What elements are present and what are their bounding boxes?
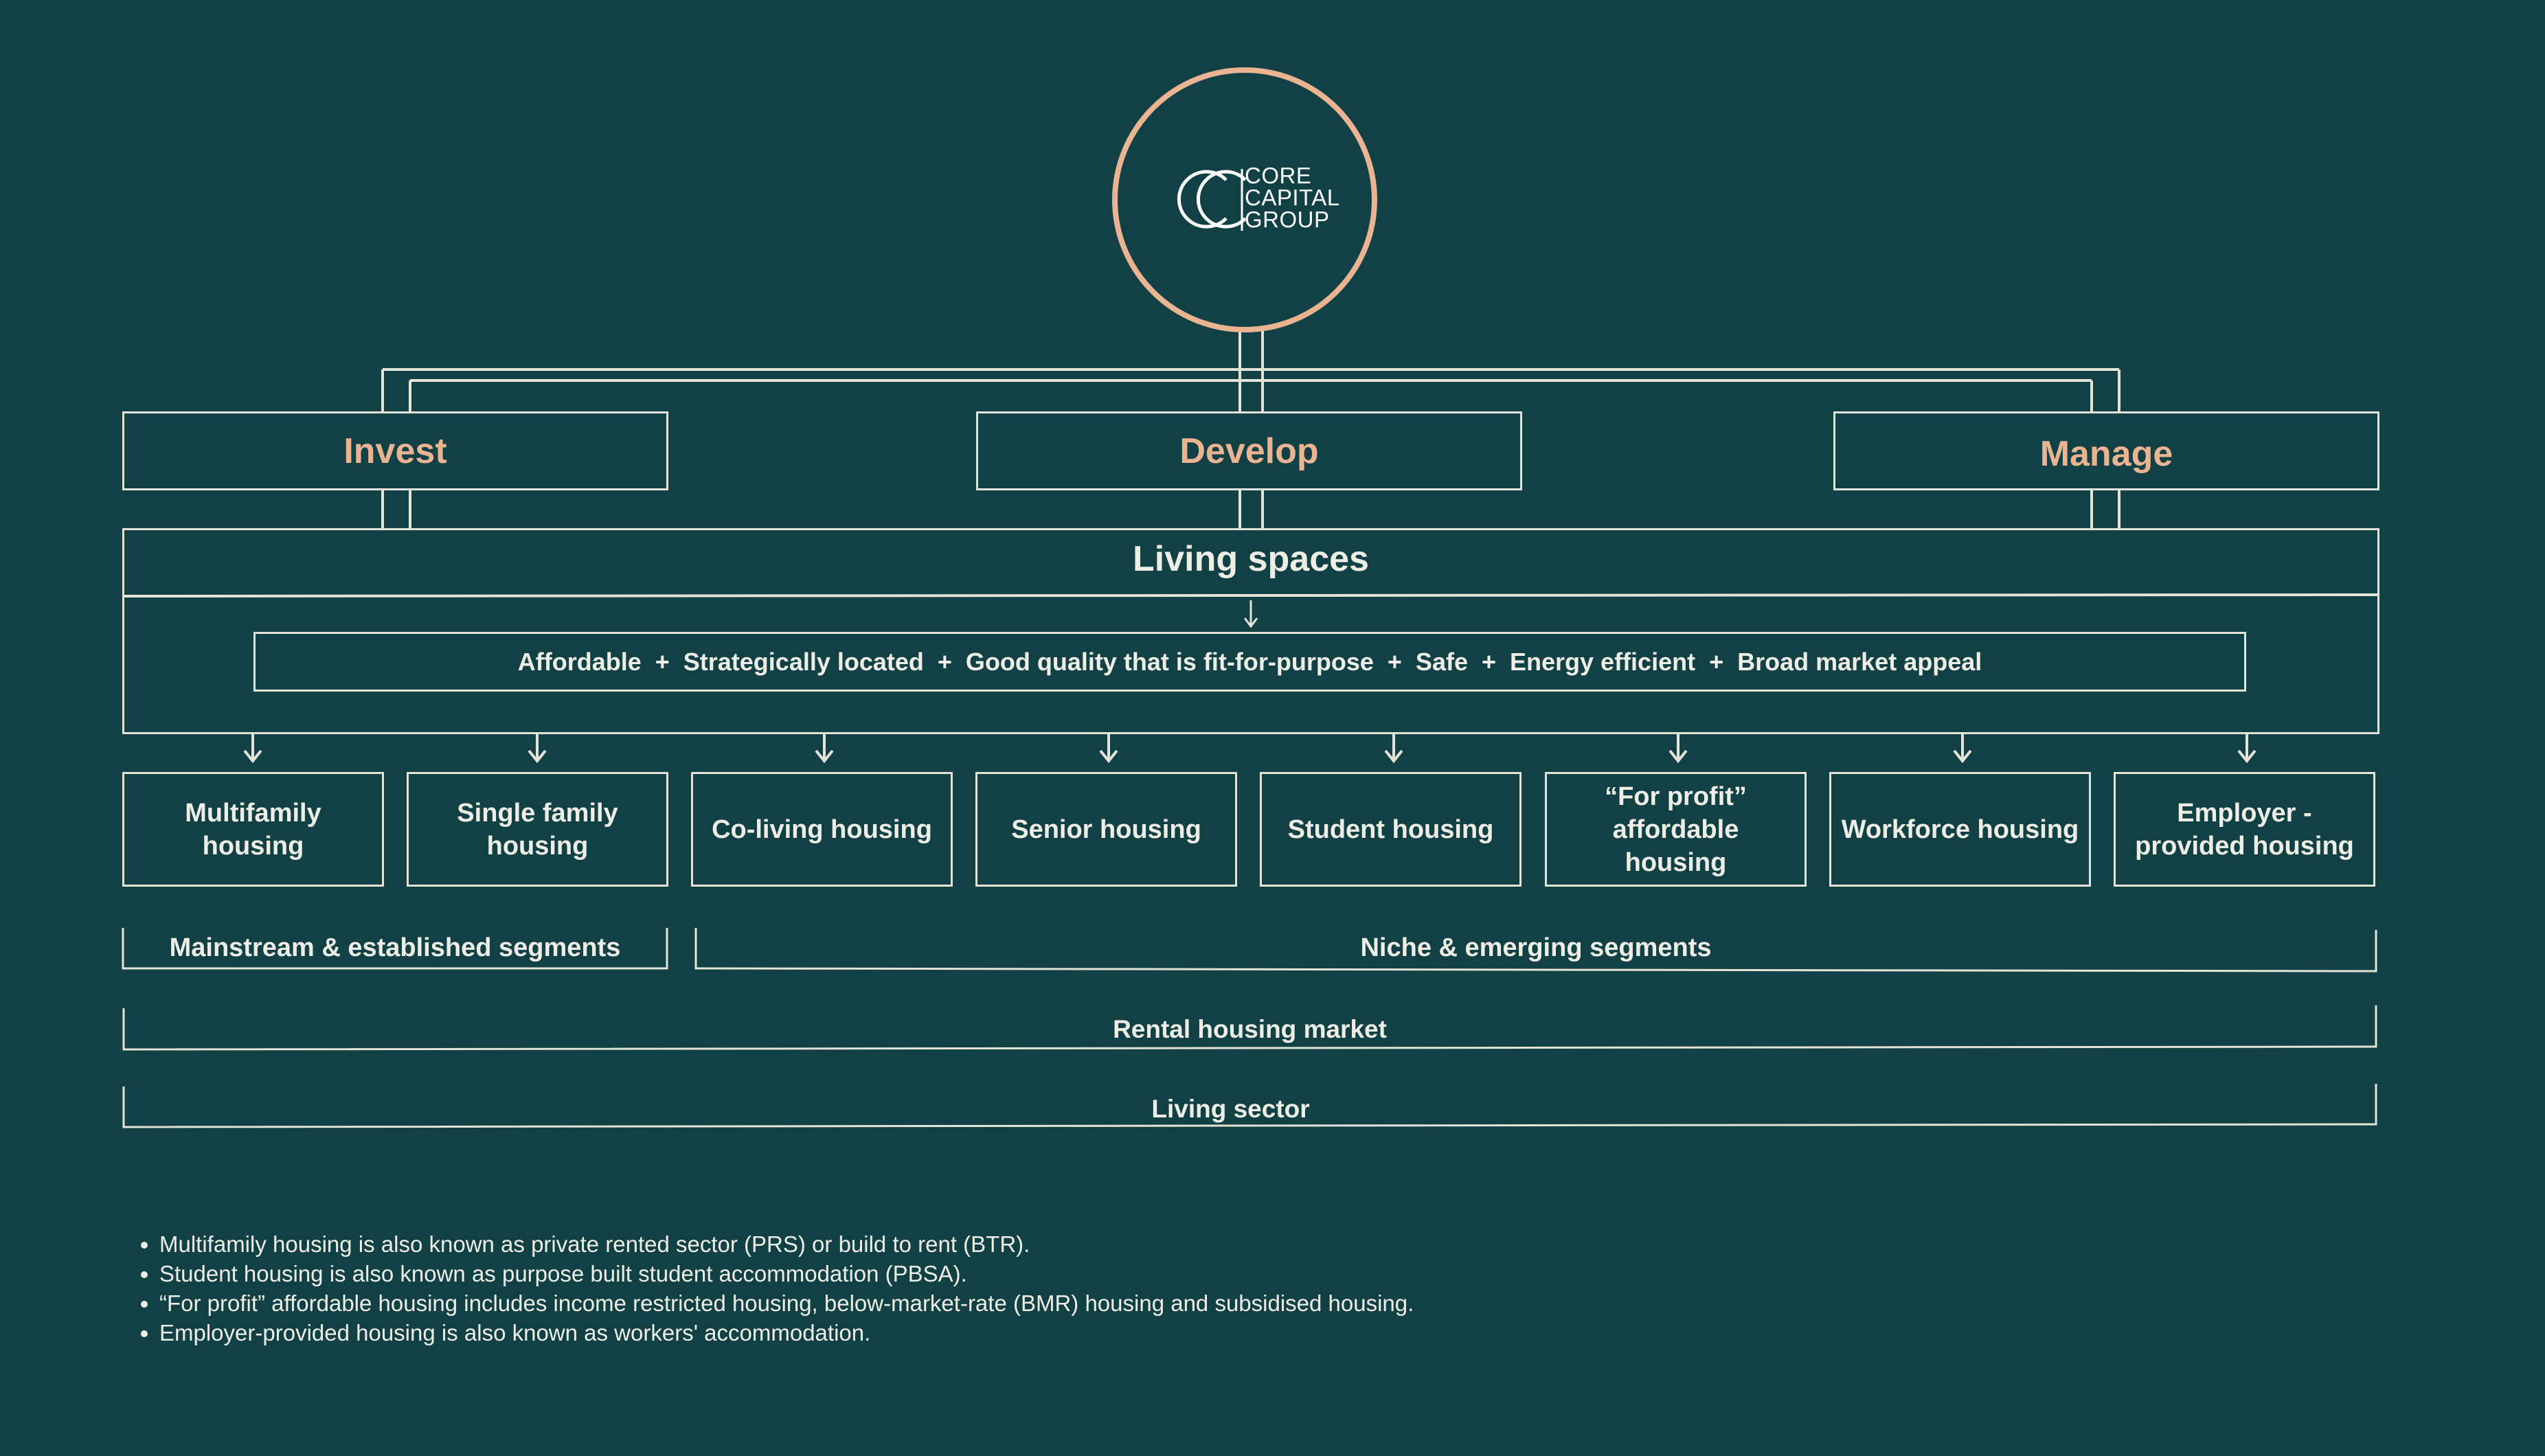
label-living-sector: Living sector (1151, 1095, 1310, 1123)
footnote-item: Employer-provided housing is also known … (159, 1318, 1414, 1347)
living-spaces-box (122, 528, 2379, 734)
bracket-rental (122, 1005, 2377, 1051)
bracket-niche (694, 928, 2377, 972)
segment-workforce: Workforce housing (1829, 772, 2091, 887)
segment-employer-provided: Employer - provided housing (2114, 772, 2375, 887)
footnote-item: Student housing is also known as purpose… (159, 1259, 1414, 1288)
segment-student: Student housing (1260, 772, 1522, 887)
segment-single-family: Single family housing (407, 772, 668, 887)
logo-cc-icon (1177, 170, 1247, 229)
label-rental-housing-market: Rental housing market (1113, 1015, 1387, 1043)
segment-senior: Senior housing (975, 772, 1237, 887)
bracket-living (122, 1084, 2377, 1128)
segment-for-profit-affordable: “For profit” affordable housing (1545, 772, 1807, 887)
logo-badge (1112, 67, 1377, 332)
footnote-item: “For profit” affordable housing includes… (159, 1288, 1414, 1318)
footnote-item: Multifamily housing is also known as pri… (159, 1229, 1414, 1259)
segment-multifamily: Multifamily housing (122, 772, 384, 887)
criteria-text: Affordable + Strategically located + Goo… (517, 647, 1982, 676)
pillar-manage: Manage (1833, 411, 2379, 490)
pillar-develop: Develop (976, 411, 1522, 490)
criteria-box: Affordable + Strategically located + Goo… (253, 632, 2246, 692)
label-mainstream-segments: Mainstream & established segments (169, 933, 621, 962)
pillar-invest: Invest (122, 411, 668, 490)
bracket-mainstream (122, 928, 668, 970)
footnotes-list: Multifamily housing is also known as pri… (131, 1229, 1414, 1347)
logo-text: CORE CAPITAL GROUP (1245, 163, 1340, 232)
living-spaces-title: Living spaces (1133, 539, 1369, 579)
label-niche-segments: Niche & emerging segments (1360, 933, 1712, 962)
segment-co-living: Co-living housing (691, 772, 953, 887)
